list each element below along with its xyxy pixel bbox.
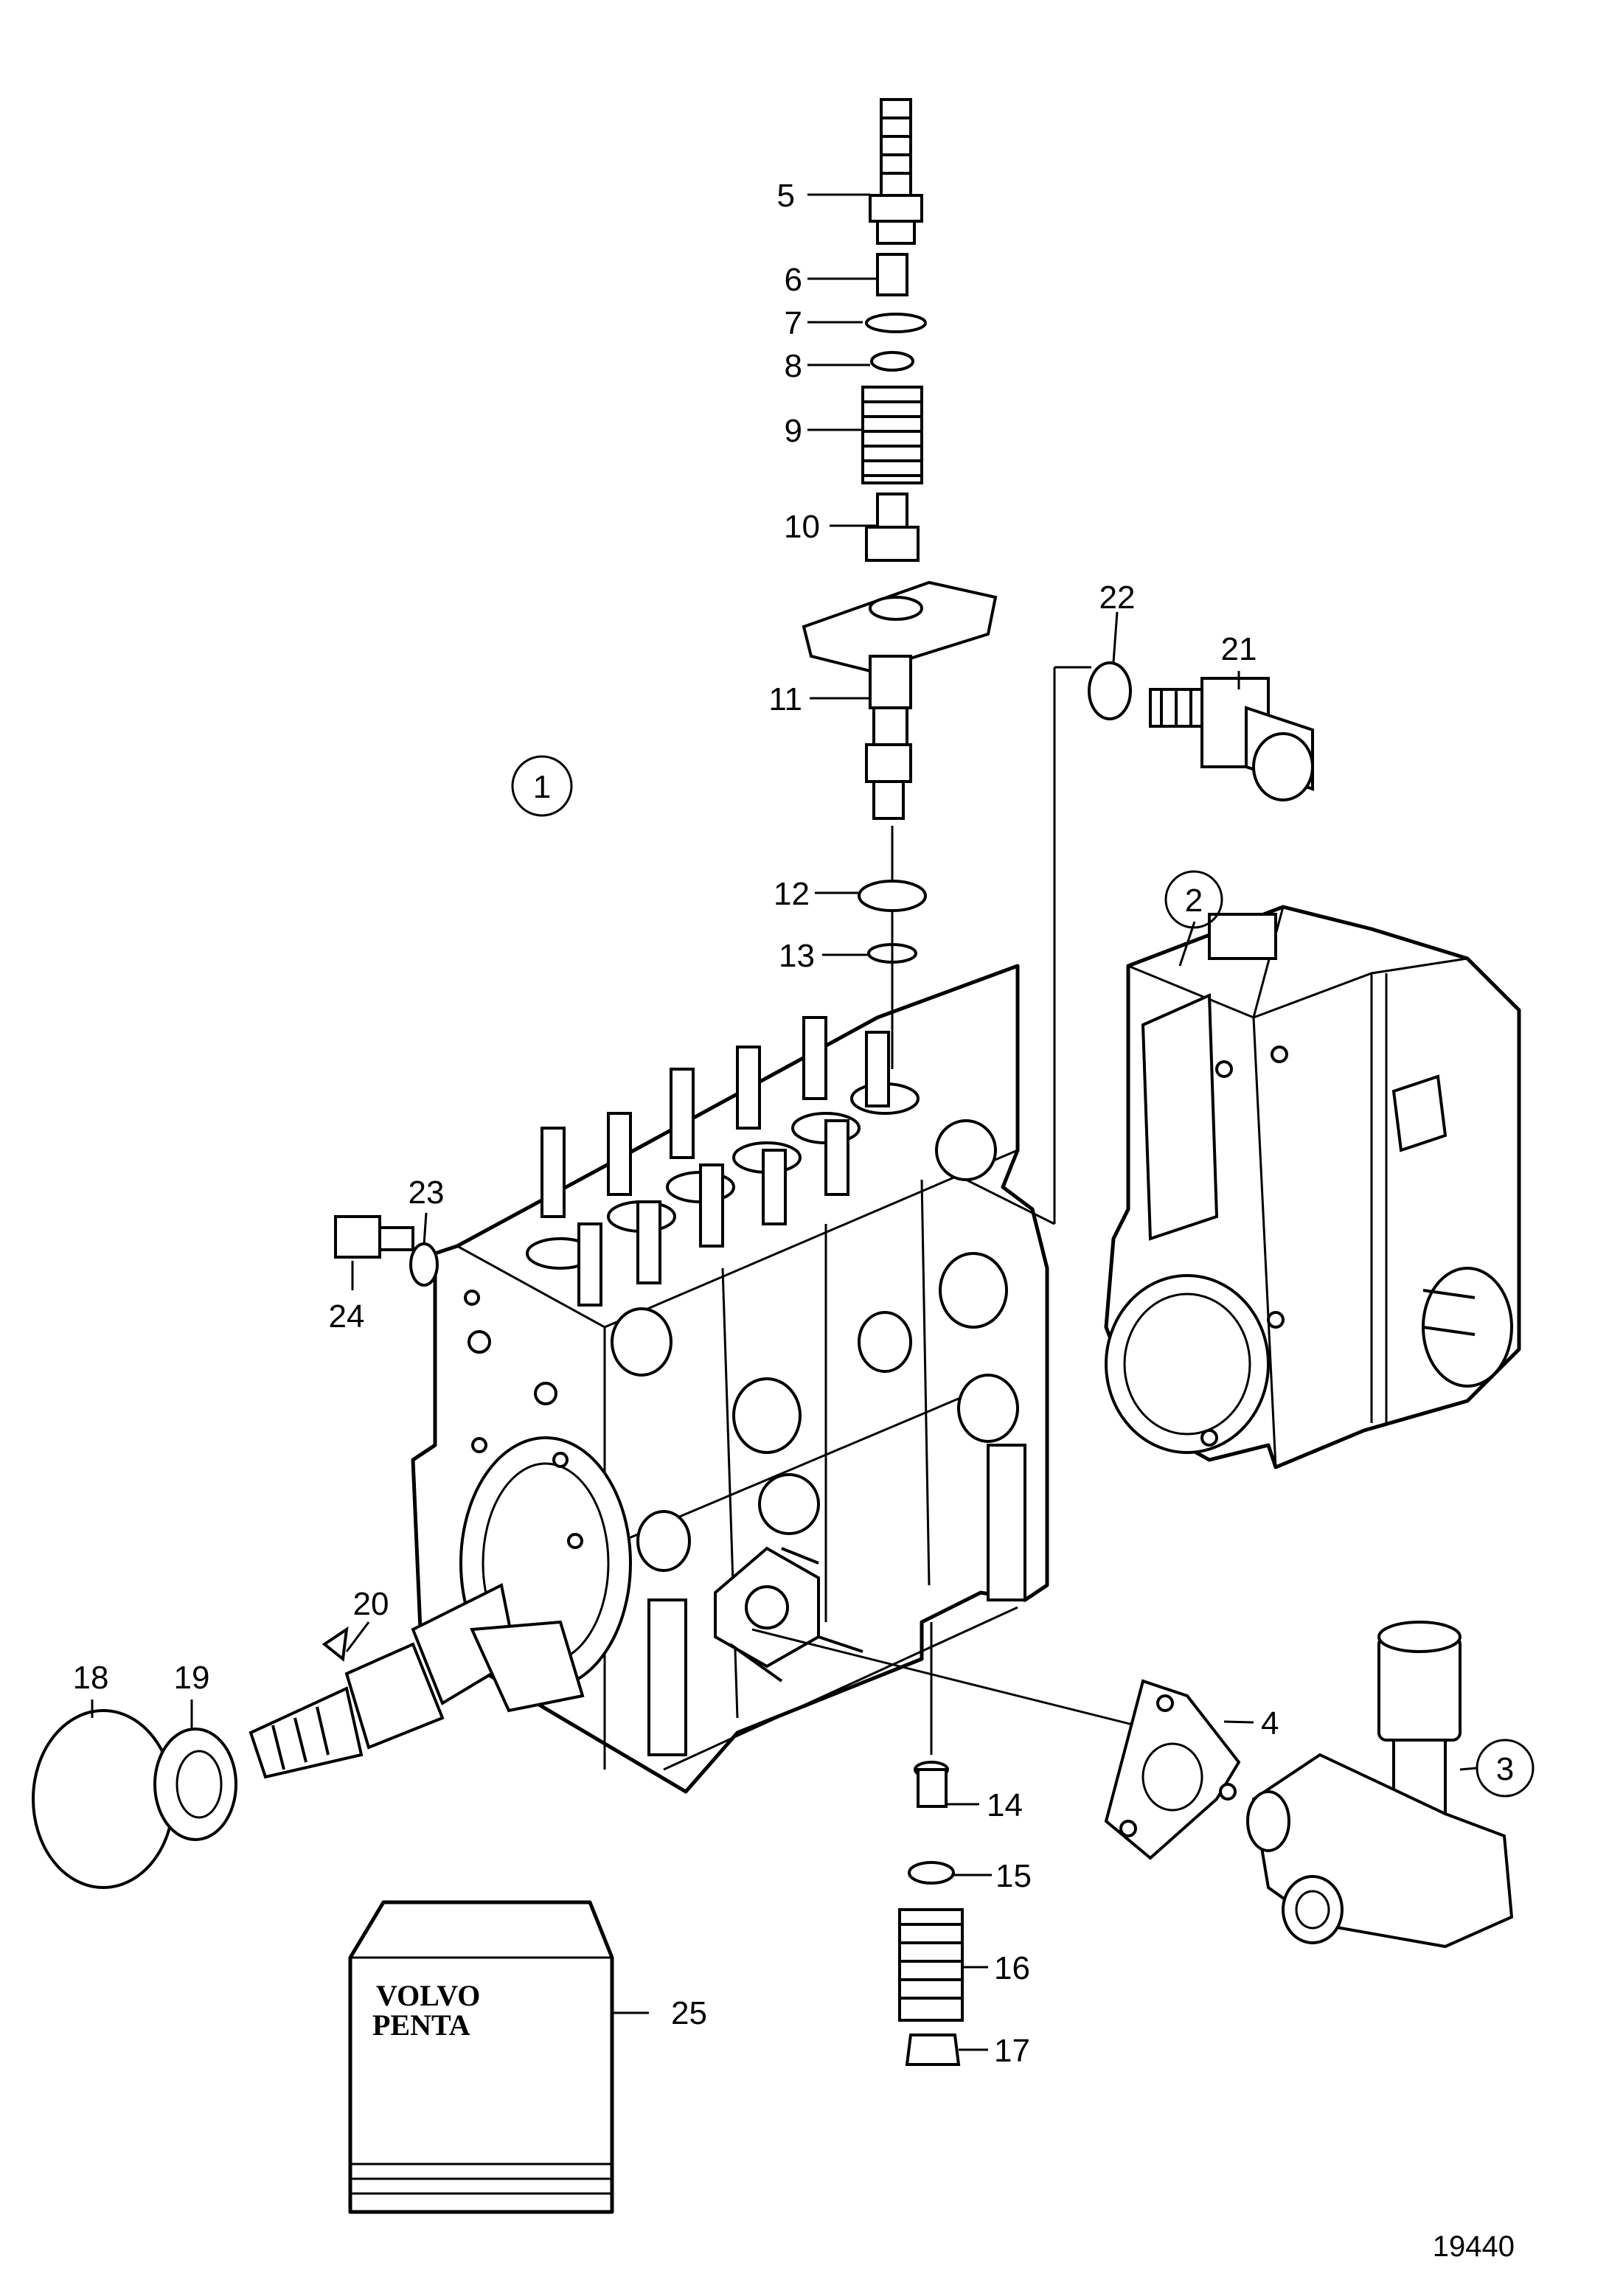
label-4: 4 — [1261, 1705, 1279, 1742]
label-5: 5 — [777, 178, 795, 214]
delivery-valve-stack — [802, 98, 998, 1069]
label-16: 16 — [994, 1950, 1030, 1986]
label-21: 21 — [1221, 631, 1257, 667]
label-8: 8 — [785, 348, 802, 384]
element-flange — [802, 580, 998, 673]
part-14-sleeve — [914, 1761, 949, 1808]
label-23: 23 — [409, 1175, 445, 1211]
label-18: 18 — [73, 1660, 109, 1696]
part-12-ring — [858, 880, 927, 912]
pump-housing — [411, 964, 1049, 1794]
part-labels: 1 2 3 4 5 6 7 8 9 10 11 12 13 14 15 16 1… — [73, 178, 1535, 2069]
logo-volvo: VOLVO — [376, 1979, 480, 2012]
label-20: 20 — [353, 1586, 389, 1622]
part-8-washer — [870, 351, 914, 372]
part-4-gasket — [1104, 1679, 1241, 1860]
label-2: 2 — [1185, 883, 1203, 919]
part-5-valve-holder — [869, 98, 923, 245]
part-25-kit-bag: VOLVO PENTA — [348, 1900, 614, 2214]
part-17-spring-seat — [905, 2034, 961, 2066]
part-6-valve — [876, 253, 908, 296]
label-6: 6 — [785, 262, 802, 298]
governor-housing — [1104, 905, 1521, 1469]
leader-lines — [91, 193, 1477, 2051]
part-11-pump-element — [865, 655, 912, 820]
label-10: 10 — [784, 509, 820, 545]
part-23-washer — [409, 1242, 439, 1287]
callout-circle-1 — [511, 755, 573, 817]
label-24: 24 — [329, 1298, 365, 1335]
part-19-seal — [153, 1728, 237, 1841]
part-13-o-ring — [867, 943, 917, 964]
part-9-spring — [861, 386, 923, 484]
callout-circle-3 — [1476, 1739, 1535, 1798]
part-3-feed-pump — [1246, 1621, 1514, 1949]
label-15: 15 — [995, 1858, 1032, 1894]
part-10-valve-seat — [865, 493, 920, 562]
part-16-spring — [898, 1908, 964, 2022]
part-20-camshaft — [249, 1583, 585, 1779]
label-7: 7 — [785, 305, 802, 341]
label-3: 3 — [1496, 1751, 1514, 1787]
label-19: 19 — [174, 1660, 210, 1696]
part-15-spring-seat — [908, 1861, 955, 1885]
label-22: 22 — [1099, 580, 1136, 616]
label-9: 9 — [785, 413, 802, 449]
logo-penta: PENTA — [372, 2008, 470, 2042]
part-7-o-ring — [865, 313, 927, 333]
label-14: 14 — [987, 1787, 1023, 1823]
label-17: 17 — [994, 2033, 1030, 2069]
figure-number: 19440 — [1433, 2230, 1515, 2263]
part-22-washer — [1088, 661, 1132, 720]
label-13: 13 — [779, 938, 815, 974]
label-12: 12 — [774, 876, 810, 912]
part-21-plug — [1149, 677, 1314, 801]
label-11: 11 — [768, 681, 802, 717]
label-1: 1 — [533, 769, 551, 805]
part-24-bleed-screw — [334, 1215, 414, 1259]
callout-circle-2 — [1164, 870, 1223, 929]
label-25: 25 — [671, 1995, 707, 2031]
part-18-o-ring — [32, 1709, 175, 1889]
